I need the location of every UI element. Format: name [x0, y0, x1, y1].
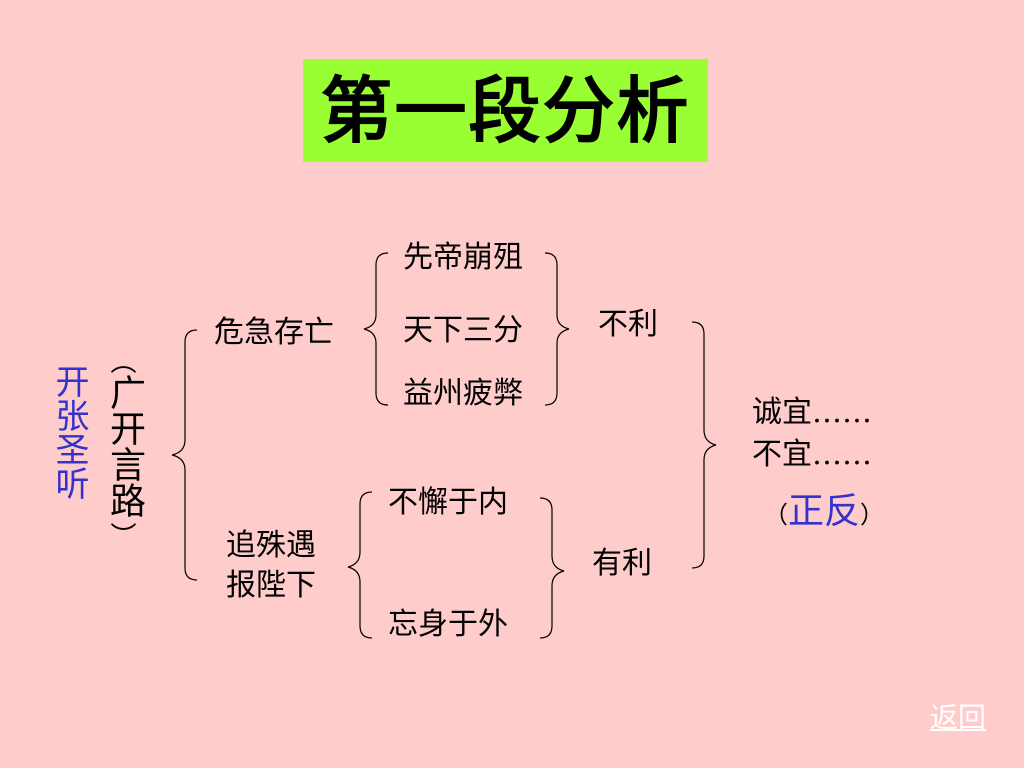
branch-top-item-1: 先帝崩殂 — [403, 240, 523, 275]
zhengfan-text: 正反 — [788, 491, 861, 532]
zhengfan-paren-close: ） — [860, 501, 885, 529]
branch-top-result: 不利 — [598, 307, 658, 342]
branch-top-item-2: 天下三分 — [403, 313, 523, 348]
brace-bottom-left — [347, 491, 373, 639]
branch-bottom-result: 有利 — [592, 546, 652, 581]
branch-bottom-label-line1: 追殊遇 — [226, 528, 316, 563]
branch-bottom-label-line2: 报陛下 — [226, 568, 316, 603]
branch-bottom-item-1: 不懈于内 — [388, 485, 508, 520]
brace-top-right — [544, 252, 570, 406]
conclusion-line-1: 诚宜…… — [752, 395, 872, 430]
title-box: 第一段分析 — [303, 59, 708, 162]
left-side-text: 开张圣听 — [49, 364, 89, 500]
back-link[interactable]: 返回 — [930, 701, 987, 734]
zhengfan-paren-open: （ — [764, 501, 788, 529]
branch-top-item-3: 益州疲弊 — [403, 376, 523, 411]
brace-right-main — [691, 321, 717, 569]
left-main-paren-open: （ — [106, 348, 136, 374]
left-main-text: 广开言路 — [104, 374, 145, 518]
page-title: 第一段分析 — [320, 67, 691, 153]
brace-bottom-right — [539, 497, 565, 639]
left-main-paren-close: ） — [106, 522, 136, 548]
branch-top-label: 危急存亡 — [214, 315, 334, 350]
left-brace-main — [171, 329, 198, 581]
conclusion-zhengfan: （正反） — [764, 494, 884, 530]
branch-bottom-item-2: 忘身于外 — [388, 607, 508, 642]
conclusion-line-2: 不宜…… — [752, 437, 872, 472]
brace-top-left — [363, 252, 389, 406]
